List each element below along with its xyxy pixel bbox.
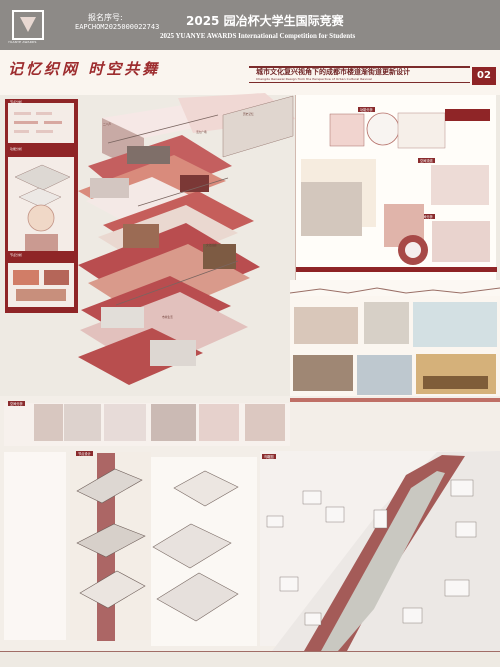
decorative-red-band — [290, 398, 500, 402]
right-section-title-1: 功能分析 — [358, 107, 375, 112]
isometric-scheme-svg — [78, 51, 296, 385]
page-number-badge: 02 — [472, 67, 496, 85]
left-analysis-sidebar: 节点分析 功能分析 节点分析 — [5, 99, 78, 313]
poster-title-band — [0, 50, 500, 95]
right-analysis-panel: 功能分析 空间流线 空间分析 — [295, 95, 497, 280]
art-label-1: 二八声 — [103, 122, 112, 126]
art-label-2: 活力广场 — [196, 130, 207, 134]
right-panel-diagrams-svg — [296, 109, 497, 272]
poster-subtitle-cn: 城市文化复兴视角下的成都市楼道渐街道更新设计 — [256, 68, 410, 76]
bottom-drawings-svg — [4, 403, 500, 651]
poster-subtitle-en: Chengdu Renewal Design from the Perspect… — [256, 77, 372, 81]
competition-header: YUANYE AWARDS 报名序号: EAPCHOM2025000022743… — [0, 0, 500, 50]
bottom-section-title-3: 鸟瞰图 — [262, 454, 276, 459]
art-label-4: 市井生活 — [162, 315, 173, 319]
bottom-design-section: 空间分析 节点设计 鸟瞰图 — [0, 396, 500, 651]
sidebar-diagram-svg — [13, 112, 71, 301]
registration-id: EAPCHOM2025000022743 — [75, 23, 160, 31]
competition-title-cn: 2025 园冶杯大学生国际竞赛 — [186, 14, 344, 28]
yuanye-logo-icon — [12, 10, 44, 40]
bottom-section-title-2: 节点设计 — [76, 451, 93, 456]
sidebar-title-3: 节点分析 — [10, 253, 23, 257]
subtitle-frame — [249, 66, 470, 83]
bottom-separator — [0, 651, 500, 652]
logo-text: YUANYE AWARDS — [8, 40, 37, 44]
art-label-5: 历史记忆 — [243, 112, 254, 116]
bottom-section-title-1: 空间分析 — [8, 401, 25, 406]
sidebar-title-1: 节点分析 — [10, 100, 23, 104]
sidebar-title-2: 功能分析 — [10, 147, 23, 151]
right-section-title-3: 空间分析 — [418, 214, 435, 219]
right-section-title-2: 空间流线 — [418, 158, 435, 163]
central-isometric-renderings: 二八声 活力广场 文化展廊 市井生活 历史记忆 — [78, 51, 296, 394]
right-middle-svg — [289, 280, 500, 395]
art-label-3: 文化展廊 — [206, 243, 217, 247]
registration-label: 报名序号: — [88, 13, 123, 22]
right-middle-photo-strip — [289, 280, 500, 402]
competition-title-en: 2025 YUANYE AWARDS International Competi… — [160, 32, 356, 40]
poster-title: 记忆织网 时空共舞 — [8, 60, 161, 78]
